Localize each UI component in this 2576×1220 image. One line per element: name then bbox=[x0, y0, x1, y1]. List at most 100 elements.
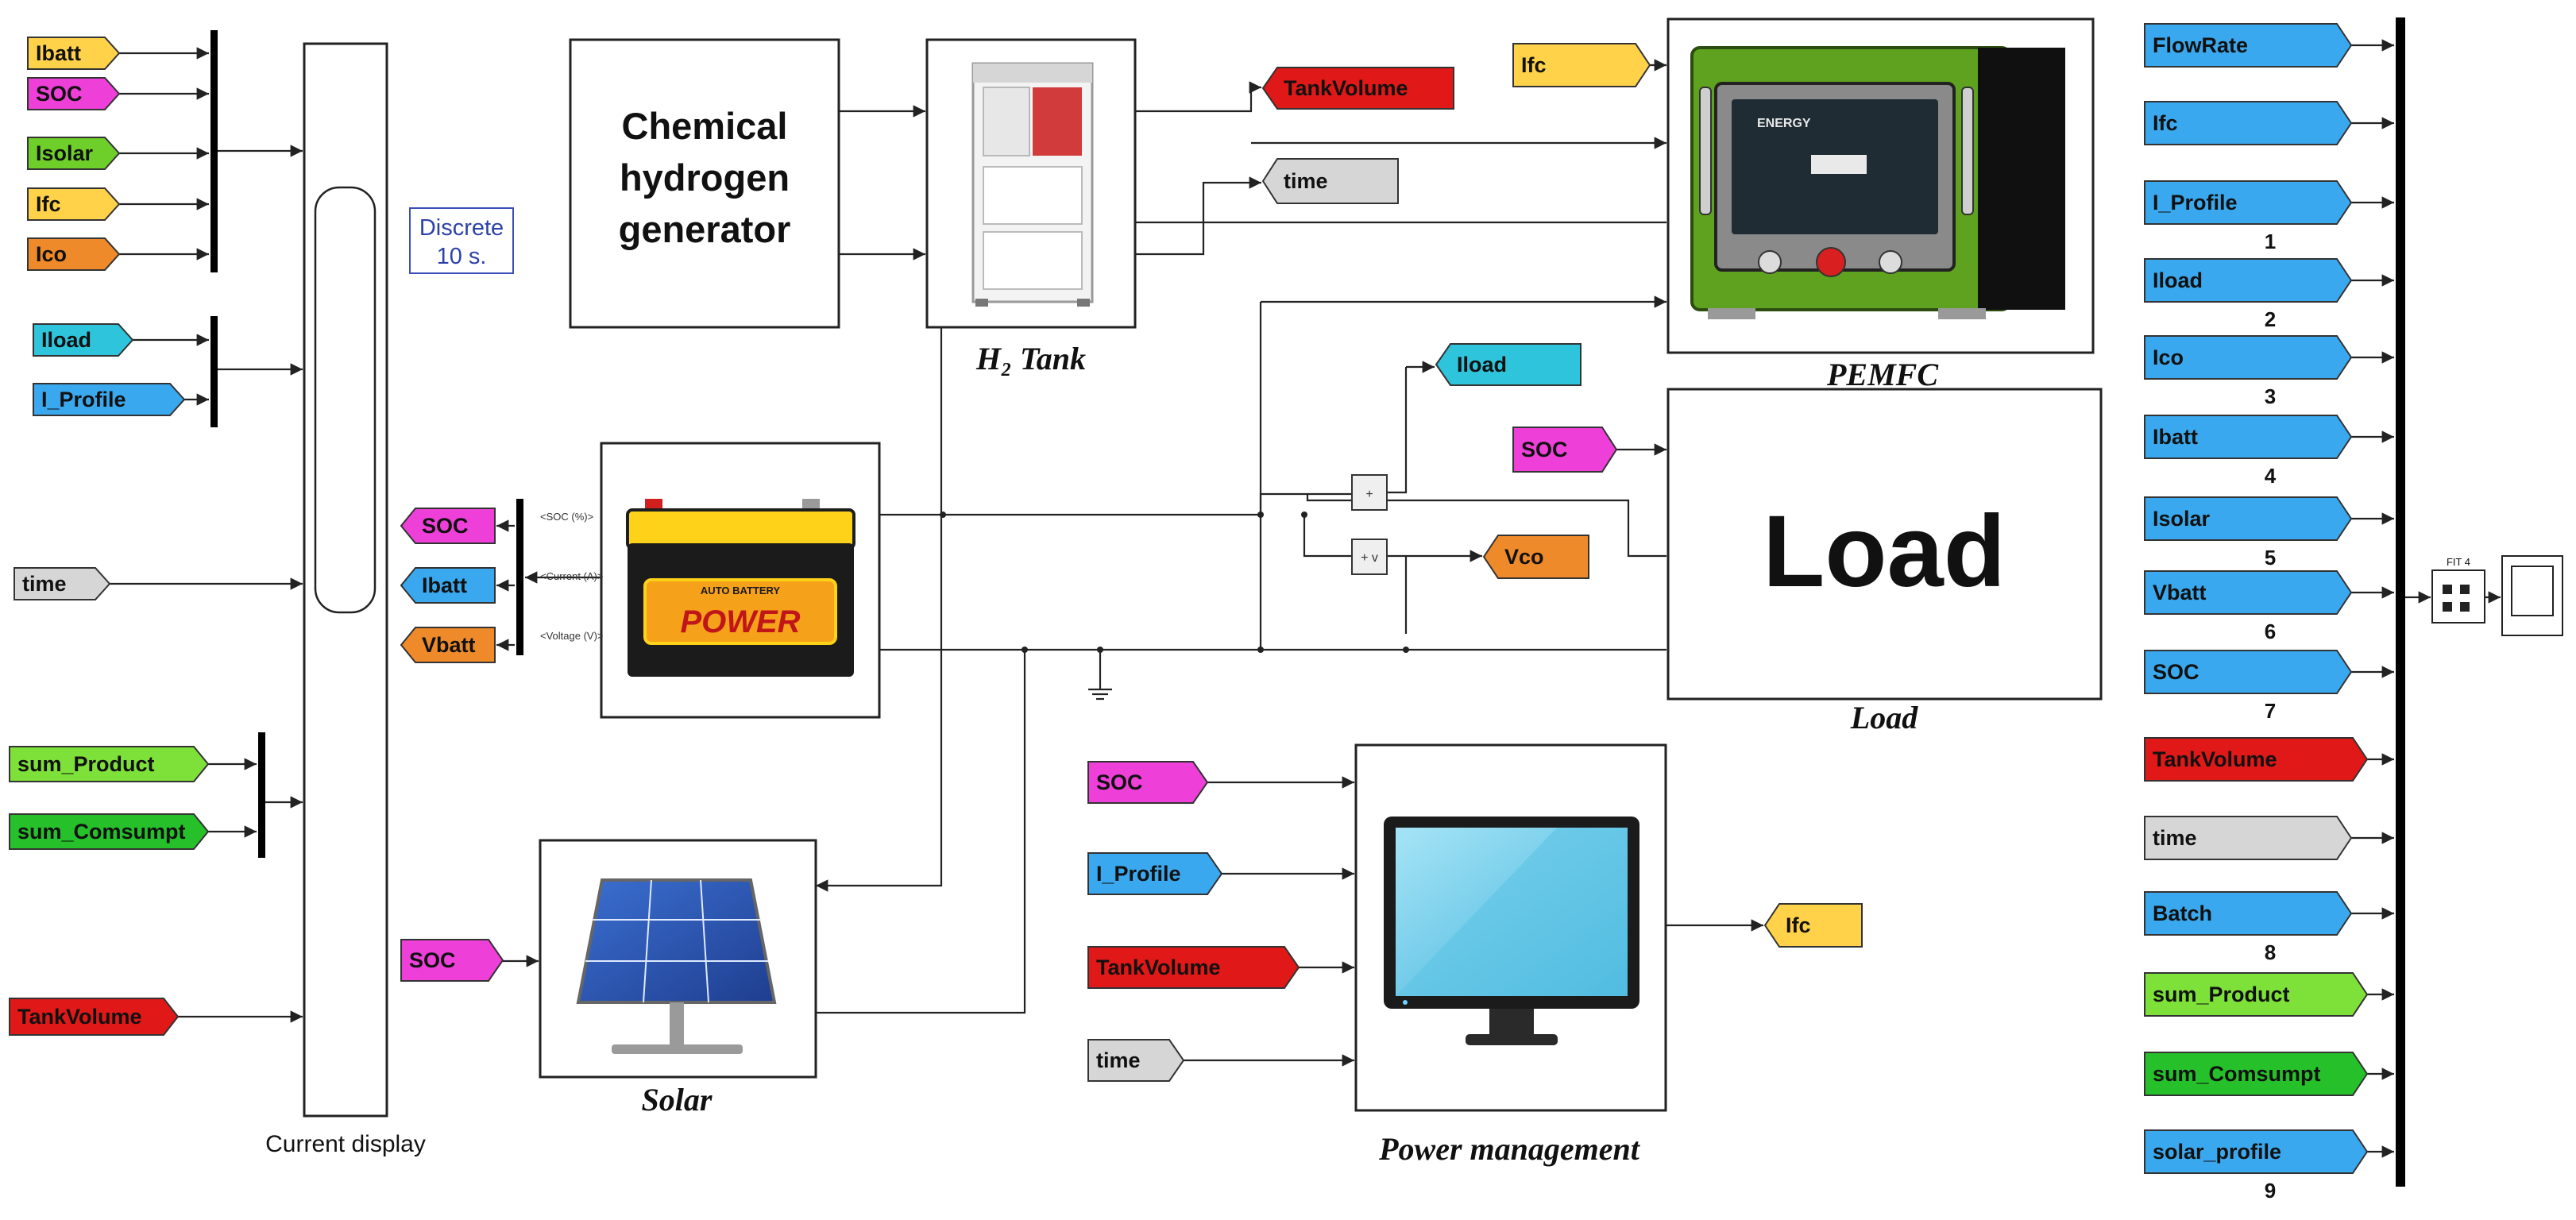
mux-bar-left-1[interactable] bbox=[210, 30, 218, 272]
svg-text:SOC: SOC bbox=[36, 82, 83, 106]
right-tag-flowrate[interactable]: FlowRate bbox=[2144, 23, 2353, 68]
left-tag-tankvolume[interactable]: TankVolume bbox=[9, 998, 180, 1036]
right-tag-isolar[interactable]: Isolar bbox=[2144, 496, 2353, 541]
svg-text:SOC: SOC bbox=[1096, 770, 1143, 794]
svg-text:POWER: POWER bbox=[680, 604, 800, 639]
left-tag-isolar[interactable]: Isolar bbox=[27, 137, 121, 170]
battery-tag-vbatt[interactable]: Vbatt bbox=[400, 627, 496, 663]
mux-bar-left-3[interactable] bbox=[258, 732, 265, 858]
h2-tank-caption: H₂ Tank bbox=[975, 341, 1086, 376]
discrete-powergui[interactable] bbox=[409, 207, 514, 274]
right-tag-batch[interactable]: Batch bbox=[2144, 891, 2353, 936]
battery-image: AUTO BATTERY POWER bbox=[626, 499, 855, 677]
demux-label: FIT 4 bbox=[2447, 556, 2470, 568]
mux-bar-left-2[interactable] bbox=[210, 316, 218, 427]
left-tag-i-profile[interactable]: I_Profile bbox=[33, 383, 186, 416]
pm-tag-soc[interactable]: SOC bbox=[1087, 761, 1209, 804]
right-tag-ibatt[interactable]: Ibatt bbox=[2144, 415, 2353, 459]
chemical-generator-line2: hydrogen bbox=[620, 156, 790, 199]
right-tag-time[interactable]: time bbox=[2144, 816, 2353, 860]
svg-text:time: time bbox=[1096, 1048, 1141, 1072]
load-tag-vco[interactable]: Vco bbox=[1482, 535, 1589, 579]
left-tag-sum-comsumpt[interactable]: sum_Comsumpt bbox=[9, 813, 210, 850]
svg-text:TankVolume: TankVolume bbox=[1284, 76, 1408, 100]
right-tag-sum-comsumpt[interactable]: sum_Comsumpt bbox=[2144, 1052, 2369, 1096]
svg-text:sum_Comsumpt: sum_Comsumpt bbox=[17, 820, 186, 844]
svg-text:Vbatt: Vbatt bbox=[2153, 581, 2207, 604]
right-tag-port-number: 9 bbox=[2265, 1179, 2276, 1203]
demux-block[interactable] bbox=[2431, 569, 2485, 624]
solar-tag-soc[interactable]: SOC bbox=[400, 939, 504, 982]
chemical-generator-block[interactable] bbox=[569, 38, 840, 329]
left-tag-iload[interactable]: Iload bbox=[33, 323, 134, 357]
battery-port-soc: <SOC (%)> bbox=[540, 511, 593, 523]
tank-tag-tankvolume[interactable]: TankVolume bbox=[1261, 67, 1454, 110]
right-tag-port-number: 6 bbox=[2265, 620, 2276, 643]
tank-tag-time[interactable]: time bbox=[1261, 158, 1399, 204]
left-tag-ibatt[interactable]: Ibatt bbox=[27, 37, 121, 70]
svg-text:TankVolume: TankVolume bbox=[2153, 747, 2277, 771]
svg-text:time: time bbox=[2153, 826, 2197, 850]
svg-text:SOC: SOC bbox=[409, 948, 456, 972]
right-tag-ifc[interactable]: Ifc bbox=[2144, 101, 2353, 145]
right-tag-sum-product[interactable]: sum_Product bbox=[2144, 972, 2369, 1017]
load-block[interactable] bbox=[1666, 388, 2103, 701]
svg-text:time: time bbox=[22, 572, 67, 596]
right-tag-soc[interactable]: SOC bbox=[2144, 650, 2353, 694]
pm-tag-tankvolume[interactable]: TankVolume bbox=[1087, 946, 1300, 989]
pm-tag-i-profile[interactable]: I_Profile bbox=[1087, 852, 1223, 895]
chemical-generator-line1: Chemical bbox=[622, 105, 788, 147]
svg-text:Isolar: Isolar bbox=[36, 141, 94, 165]
demux-slot-4 bbox=[2460, 602, 2470, 612]
svg-text:Iload: Iload bbox=[1457, 353, 1507, 376]
current-display-label: Current display bbox=[265, 1131, 426, 1157]
power-management-caption: Power management bbox=[1378, 1131, 1641, 1167]
solar-caption: Solar bbox=[642, 1082, 713, 1118]
left-tag-soc[interactable]: SOC bbox=[27, 77, 121, 110]
measurement-block-2[interactable] bbox=[1351, 539, 1388, 575]
left-tag-sum-product[interactable]: sum_Product bbox=[9, 746, 210, 782]
pm-tag-time[interactable]: time bbox=[1087, 1039, 1185, 1082]
svg-text:Ico: Ico bbox=[2153, 346, 2184, 369]
load-tag-iload[interactable]: Iload bbox=[1435, 343, 1582, 386]
svg-text:Ibatt: Ibatt bbox=[36, 41, 81, 65]
measurement-block-1-glyph: + bbox=[1365, 488, 1373, 501]
battery-port-current: <Current (A)> bbox=[540, 570, 603, 582]
svg-text:Batch: Batch bbox=[2153, 901, 2212, 925]
svg-text:AUTO BATTERY: AUTO BATTERY bbox=[701, 585, 780, 596]
measurement-block-1[interactable] bbox=[1351, 474, 1388, 511]
right-tag-iload[interactable]: Iload bbox=[2144, 258, 2353, 303]
solar-image bbox=[576, 878, 777, 1054]
discrete-line1: Discrete bbox=[419, 215, 504, 241]
right-tag-tankvolume[interactable]: TankVolume bbox=[2144, 737, 2369, 782]
pm-tag-ifc[interactable]: Ifc bbox=[1763, 903, 1863, 948]
svg-text:Ibatt: Ibatt bbox=[2153, 425, 2198, 449]
right-tag-vbatt[interactable]: Vbatt bbox=[2144, 570, 2353, 615]
pemfc-tag-ifc[interactable]: Ifc bbox=[1512, 43, 1651, 87]
discrete-line2: 10 s. bbox=[437, 244, 487, 269]
left-tag-ico[interactable]: Ico bbox=[27, 237, 121, 271]
svg-text:SOC: SOC bbox=[422, 514, 469, 538]
battery-bus-selector[interactable] bbox=[516, 499, 523, 655]
svg-text:SOC: SOC bbox=[2153, 660, 2199, 684]
right-tag-port-number: 8 bbox=[2265, 940, 2276, 964]
signal-tags: IbattSOCIsolarIfcIcoIloadI_Profiletimesu… bbox=[9, 23, 2369, 1203]
svg-text:TankVolume: TankVolume bbox=[17, 1005, 142, 1029]
svg-text:sum_Comsumpt: sum_Comsumpt bbox=[2153, 1062, 2321, 1086]
right-tag-i-profile[interactable]: I_Profile bbox=[2144, 180, 2353, 225]
right-tag-solar-profile[interactable]: solar_profile bbox=[2144, 1129, 2369, 1174]
right-tag-port-number: 1 bbox=[2265, 230, 2276, 253]
svg-text:FlowRate: FlowRate bbox=[2153, 33, 2248, 57]
load-tag-soc[interactable]: SOC bbox=[1512, 427, 1618, 473]
right-tag-port-number: 5 bbox=[2265, 546, 2276, 569]
left-tag-ifc[interactable]: Ifc bbox=[27, 187, 121, 221]
battery-tag-soc[interactable]: SOC bbox=[400, 508, 496, 544]
right-tag-ico[interactable]: Ico bbox=[2144, 335, 2353, 380]
demux-slot-3 bbox=[2443, 602, 2452, 612]
svg-text:Ifc: Ifc bbox=[36, 192, 61, 216]
mux-bar-right[interactable] bbox=[2396, 17, 2405, 1187]
svg-text:sum_Product: sum_Product bbox=[17, 752, 155, 776]
left-tag-time[interactable]: time bbox=[14, 567, 111, 600]
battery-tag-ibatt[interactable]: Ibatt bbox=[400, 567, 496, 604]
